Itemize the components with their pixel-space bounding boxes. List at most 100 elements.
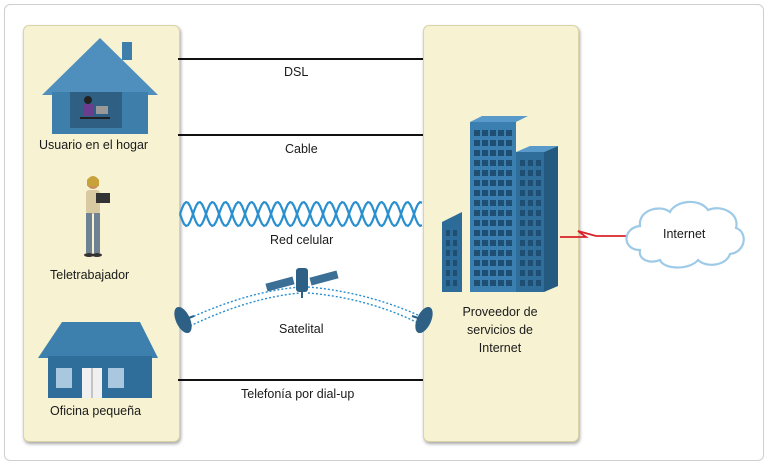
building-window bbox=[498, 270, 504, 276]
dsl-label: DSL bbox=[284, 65, 309, 79]
building-window bbox=[528, 280, 533, 286]
building-window bbox=[490, 160, 496, 166]
building-window bbox=[528, 170, 533, 176]
building-window bbox=[528, 180, 533, 186]
building-window bbox=[536, 170, 541, 176]
cable-label: Cable bbox=[285, 142, 318, 156]
satellite-icon bbox=[265, 268, 339, 298]
building-window bbox=[498, 220, 504, 226]
building-window bbox=[490, 280, 496, 286]
building-window bbox=[506, 230, 512, 236]
dialup-label: Telefonía por dial-up bbox=[241, 387, 355, 401]
building-window bbox=[536, 280, 541, 286]
building-window bbox=[482, 230, 488, 236]
building-window bbox=[482, 190, 488, 196]
building-window bbox=[506, 180, 512, 186]
building-window bbox=[498, 170, 504, 176]
building-window bbox=[446, 250, 450, 256]
building-window bbox=[528, 190, 533, 196]
building-window bbox=[446, 270, 450, 276]
building-window bbox=[528, 270, 533, 276]
building-window bbox=[490, 210, 496, 216]
building-window bbox=[482, 140, 488, 146]
building-window bbox=[520, 220, 525, 226]
building-window bbox=[520, 230, 525, 236]
left-dish-icon bbox=[174, 306, 195, 334]
building-window bbox=[482, 150, 488, 156]
building-window bbox=[482, 210, 488, 216]
building-window bbox=[536, 160, 541, 166]
building-window bbox=[528, 260, 533, 266]
building-window bbox=[536, 270, 541, 276]
building-window bbox=[506, 250, 512, 256]
building-window bbox=[474, 170, 480, 176]
building-window bbox=[498, 180, 504, 186]
building-window bbox=[498, 210, 504, 216]
building-window bbox=[490, 220, 496, 226]
teleworker-label: Teletrabajador bbox=[50, 268, 130, 282]
building-window bbox=[482, 240, 488, 246]
satellite-label: Satelital bbox=[279, 322, 324, 336]
building-window bbox=[482, 260, 488, 266]
building-window bbox=[446, 240, 450, 246]
building-window bbox=[453, 280, 457, 286]
satellite-signal bbox=[189, 286, 421, 327]
building-window bbox=[520, 260, 525, 266]
building-window bbox=[536, 240, 541, 246]
building-window bbox=[474, 230, 480, 236]
building-window bbox=[482, 180, 488, 186]
building-window bbox=[528, 240, 533, 246]
building-window bbox=[490, 130, 496, 136]
building-window bbox=[490, 250, 496, 256]
building-window bbox=[506, 130, 512, 136]
building-window bbox=[528, 250, 533, 256]
building-window bbox=[528, 230, 533, 236]
small-office-label: Oficina pequeña bbox=[50, 404, 142, 418]
building-window bbox=[536, 210, 541, 216]
building-window bbox=[482, 160, 488, 166]
building-window bbox=[520, 160, 525, 166]
building-window bbox=[520, 250, 525, 256]
internet-cloud-icon bbox=[625, 200, 745, 269]
building-window bbox=[520, 180, 525, 186]
building-window bbox=[453, 230, 457, 236]
building-window bbox=[446, 280, 450, 286]
building-window bbox=[474, 140, 480, 146]
building-window bbox=[498, 200, 504, 206]
building-window bbox=[482, 200, 488, 206]
building-window bbox=[474, 220, 480, 226]
building-window bbox=[453, 250, 457, 256]
cellular-label: Red celular bbox=[270, 233, 334, 247]
building-window bbox=[528, 210, 533, 216]
building-window bbox=[520, 280, 525, 286]
building-window bbox=[490, 200, 496, 206]
building-window bbox=[482, 220, 488, 226]
building-window bbox=[536, 260, 541, 266]
building-window bbox=[490, 150, 496, 156]
building-window bbox=[506, 210, 512, 216]
building-window bbox=[506, 160, 512, 166]
right-dish-icon bbox=[411, 306, 433, 334]
building-window bbox=[482, 130, 488, 136]
building-window bbox=[498, 150, 504, 156]
building-window bbox=[453, 260, 457, 266]
building-window bbox=[474, 190, 480, 196]
isp-label-line1: Proveedor de bbox=[462, 305, 538, 319]
building-window bbox=[520, 190, 525, 196]
building-window bbox=[490, 180, 496, 186]
building-window bbox=[498, 190, 504, 196]
home-user-label: Usuario en el hogar bbox=[39, 138, 149, 152]
building-window bbox=[482, 270, 488, 276]
building-window bbox=[474, 210, 480, 216]
building-window bbox=[498, 260, 504, 266]
building-window bbox=[474, 250, 480, 256]
building-window bbox=[528, 160, 533, 166]
building-window bbox=[536, 180, 541, 186]
building-window bbox=[474, 160, 480, 166]
isp-label-line3: Internet bbox=[478, 341, 522, 355]
building-window bbox=[474, 150, 480, 156]
building-window bbox=[490, 260, 496, 266]
building-window bbox=[520, 270, 525, 276]
building-window bbox=[498, 240, 504, 246]
